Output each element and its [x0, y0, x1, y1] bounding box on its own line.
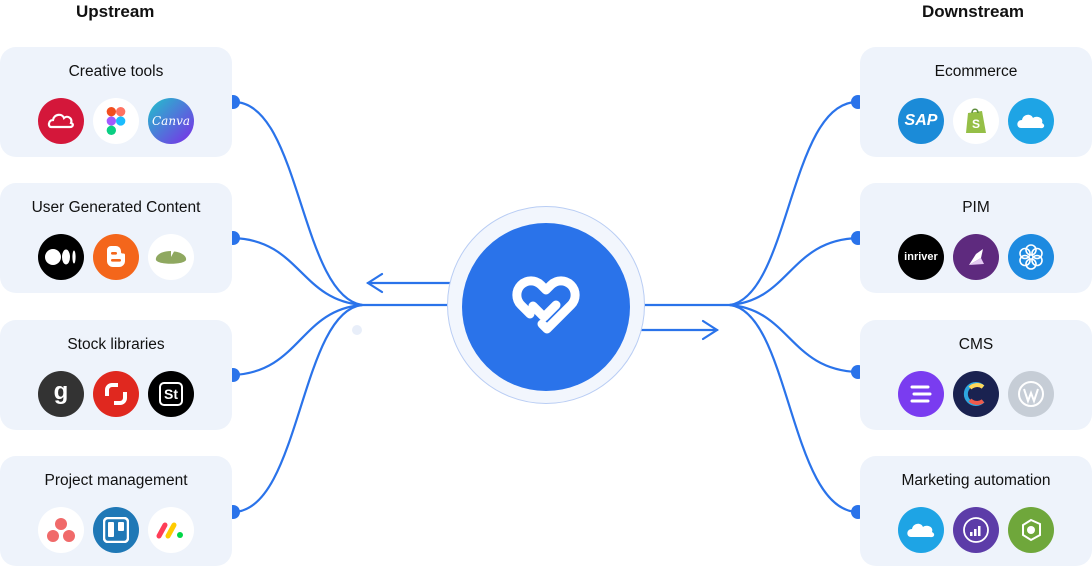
wire-ecommerce	[728, 100, 860, 307]
adobe-creative-cloud-icon	[38, 98, 84, 144]
upstream-heading: Upstream	[76, 2, 155, 21]
getty-images-icon: g	[38, 371, 84, 417]
wire-cms	[728, 303, 860, 374]
shopify-icon: S	[953, 98, 999, 144]
card-title: PIM	[962, 199, 990, 216]
upstream-card-creative-tools: Creative tools Canva	[0, 47, 232, 157]
wire-ugc	[231, 236, 364, 307]
downstream-card-ecommerce: Ecommerce SAP S	[860, 47, 1092, 157]
medium-icon	[38, 234, 84, 280]
canva-wordmark: Canva	[152, 114, 190, 128]
marketo-icon	[953, 507, 999, 553]
upstream-card-ugc: User Generated Content	[0, 183, 232, 293]
stripes-icon	[898, 371, 944, 417]
card-title: Marketing automation	[901, 472, 1051, 489]
card-title: User Generated Content	[31, 199, 201, 216]
contentful-icon	[953, 371, 999, 417]
salesforce-icon	[1008, 98, 1054, 144]
upstream-card-stock-libraries: Stock libraries g St	[0, 320, 232, 430]
wire-project	[231, 303, 364, 514]
eloqua-icon	[1008, 507, 1054, 553]
wordpress-icon	[1008, 371, 1054, 417]
adobe-stock-icon: St	[148, 371, 194, 417]
inriver-icon: inriver	[898, 234, 944, 280]
blogger-icon	[93, 234, 139, 280]
lily-pad-icon	[148, 234, 194, 280]
shutterstock-icon	[93, 371, 139, 417]
wire-marketing	[728, 303, 860, 514]
monday-icon	[148, 507, 194, 553]
akeneo-icon	[953, 234, 999, 280]
salesforce-icon	[898, 507, 944, 553]
trello-icon	[93, 507, 139, 553]
svg-text:S: S	[972, 117, 980, 131]
upstream-card-project-management: Project management	[0, 456, 232, 566]
card-title: CMS	[958, 336, 994, 353]
hub-circle	[462, 223, 630, 391]
downstream-card-cms: CMS	[860, 320, 1092, 430]
card-title: Project management	[44, 472, 188, 489]
canva-icon: Canva	[148, 98, 194, 144]
flower-icon	[1008, 234, 1054, 280]
card-title: Creative tools	[68, 63, 164, 80]
asana-icon	[38, 507, 84, 553]
downstream-heading: Downstream	[922, 2, 1025, 21]
heart-link-icon	[512, 276, 580, 334]
card-title: Stock libraries	[67, 336, 165, 353]
wire-pim	[728, 236, 860, 307]
downstream-card-marketing-automation: Marketing automation	[860, 456, 1092, 566]
figma-icon	[93, 98, 139, 144]
wire-stock	[231, 303, 364, 377]
downstream-card-pim: PIM inriver	[860, 183, 1092, 293]
wire-creative-tools	[231, 100, 364, 307]
sap-icon: SAP	[898, 98, 944, 144]
card-title: Ecommerce	[934, 63, 1018, 80]
